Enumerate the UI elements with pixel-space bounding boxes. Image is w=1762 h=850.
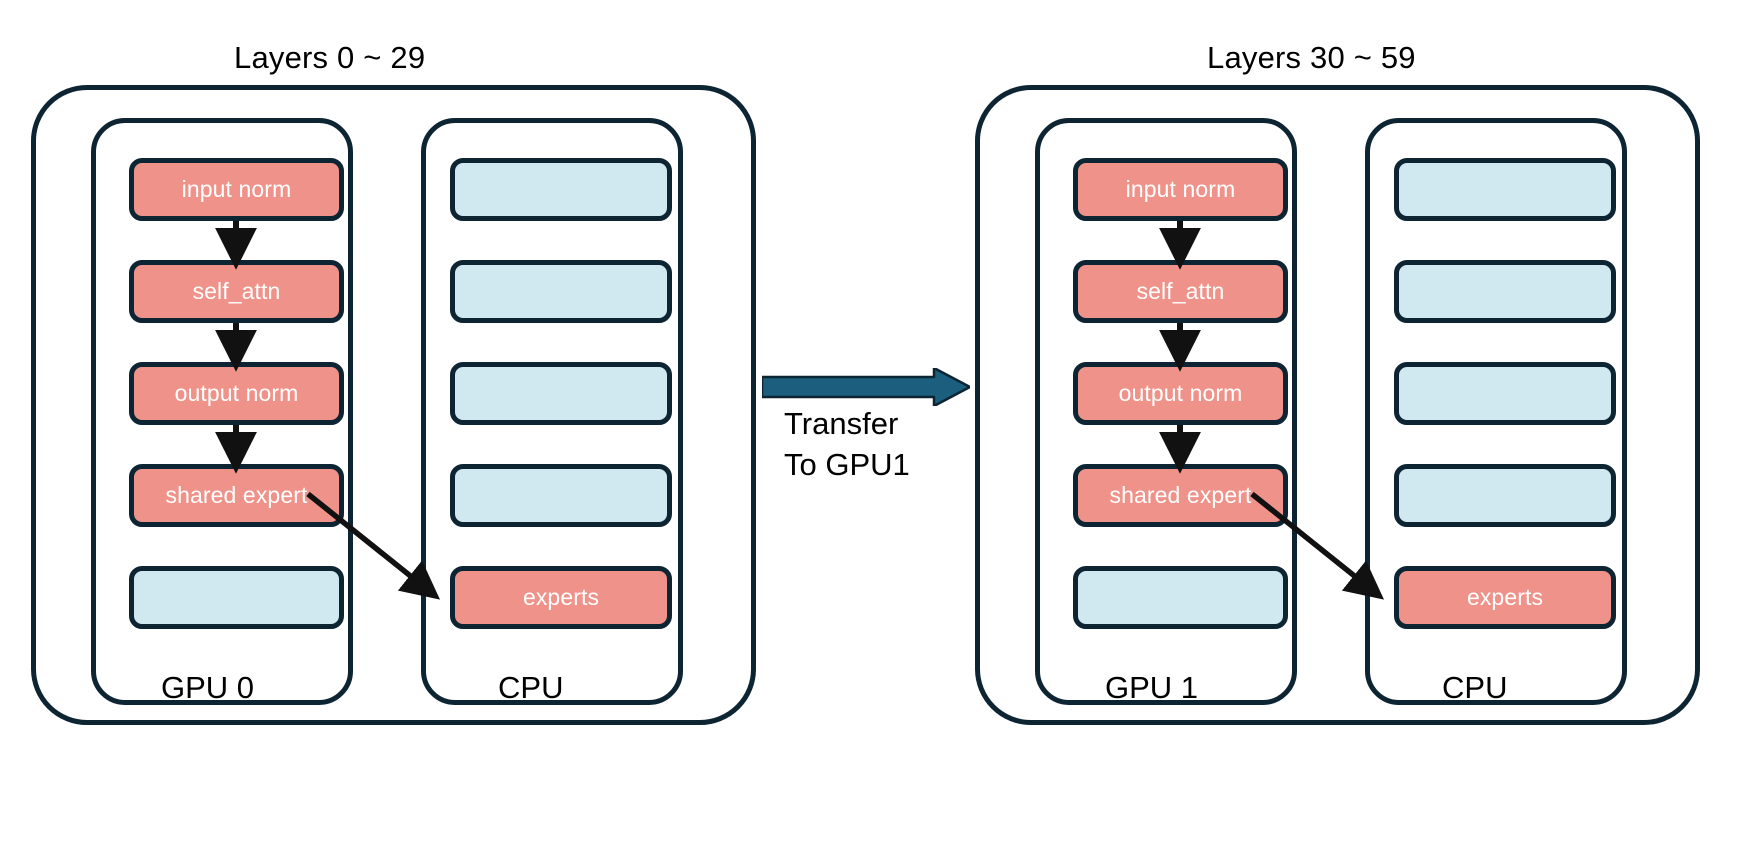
block-placeholder[interactable] xyxy=(1073,566,1288,629)
device-group-left: input norm self_attn output norm shared … xyxy=(31,85,756,725)
block-expert-slot-4[interactable] xyxy=(1394,464,1616,527)
column-cpu0: experts xyxy=(421,118,683,705)
group-title-left: Layers 0 ~ 29 xyxy=(234,40,426,75)
column-gpu1: input norm self_attn output norm shared … xyxy=(1035,118,1297,705)
block-shared-expert[interactable]: shared expert xyxy=(1073,464,1288,527)
column-cpu1: experts xyxy=(1365,118,1627,705)
block-self-attn[interactable]: self_attn xyxy=(129,260,344,323)
block-input-norm[interactable]: input norm xyxy=(129,158,344,221)
label-cpu0: CPU xyxy=(498,670,564,705)
transfer-label: Transfer To GPU1 xyxy=(784,406,910,482)
block-expert-slot-2[interactable] xyxy=(1394,260,1616,323)
block-expert-slot-2[interactable] xyxy=(450,260,672,323)
block-expert-slot-1[interactable] xyxy=(450,158,672,221)
block-output-norm[interactable]: output norm xyxy=(1073,362,1288,425)
transfer-arrow-icon xyxy=(762,368,970,406)
block-expert-slot-4[interactable] xyxy=(450,464,672,527)
label-gpu1: GPU 1 xyxy=(1105,670,1199,705)
block-expert-slot-3[interactable] xyxy=(1394,362,1616,425)
block-input-norm[interactable]: input norm xyxy=(1073,158,1288,221)
block-experts[interactable]: experts xyxy=(450,566,672,629)
device-group-right: input norm self_attn output norm shared … xyxy=(975,85,1700,725)
block-expert-slot-1[interactable] xyxy=(1394,158,1616,221)
block-experts[interactable]: experts xyxy=(1394,566,1616,629)
column-gpu0: input norm self_attn output norm shared … xyxy=(91,118,353,705)
block-placeholder[interactable] xyxy=(129,566,344,629)
block-shared-expert[interactable]: shared expert xyxy=(129,464,344,527)
group-title-right: Layers 30 ~ 59 xyxy=(1207,40,1416,75)
block-output-norm[interactable]: output norm xyxy=(129,362,344,425)
label-gpu0: GPU 0 xyxy=(161,670,255,705)
label-cpu1: CPU xyxy=(1442,670,1508,705)
block-self-attn[interactable]: self_attn xyxy=(1073,260,1288,323)
block-expert-slot-3[interactable] xyxy=(450,362,672,425)
